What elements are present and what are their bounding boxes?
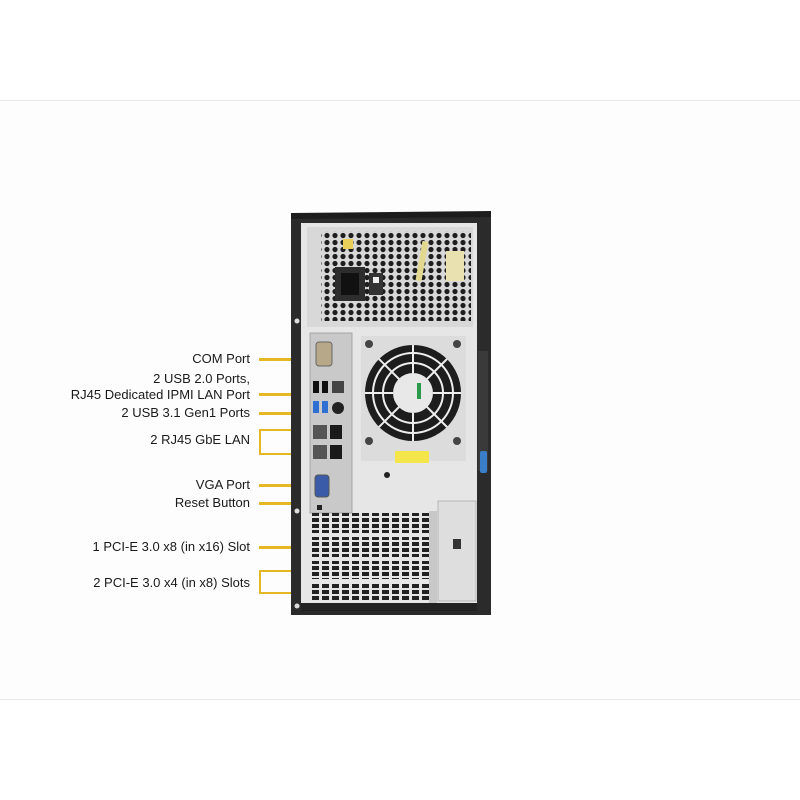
label-usb2-line2: RJ45 Dedicated IPMI LAN Port [70,387,250,402]
expansion-slots [311,500,477,603]
side-latch [480,451,487,473]
leader-pcie-x8 [259,546,303,549]
leader-vga-port [259,484,303,487]
bracket-pcie-x4 [259,570,303,594]
io-shield [309,332,353,514]
leader-usb31 [259,412,303,415]
label-com-port: COM Port [192,351,250,366]
leader-com-port [259,358,303,361]
leader-usb2-ipmi [259,393,303,396]
label-vga-port: VGA Port [195,477,250,492]
bracket-rj45-gbe [259,429,303,455]
power-supply [307,227,473,327]
rear-fan [361,336,466,461]
label-reset-button: Reset Button [174,495,250,510]
warning-sticker [395,451,429,463]
leader-reset-button [259,502,303,505]
label-usb2-line1: 2 USB 2.0 Ports, [153,371,250,386]
label-pcie-x4: 2 PCI-E 3.0 x4 (in x8) Slots [93,575,250,590]
label-rj45-gbe: 2 RJ45 GbE LAN [150,432,250,447]
label-usb31: 2 USB 3.1 Gen1 Ports [121,405,250,420]
server-chassis-rear [291,211,491,615]
label-pcie-x8: 1 PCI-E 3.0 x8 (in x16) Slot [92,539,250,554]
